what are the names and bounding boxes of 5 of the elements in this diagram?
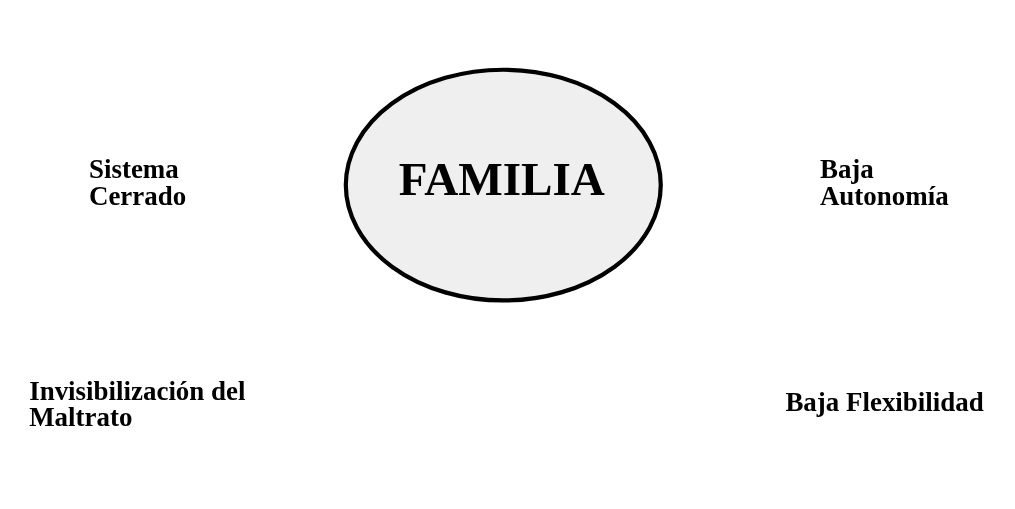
label: Baja Autonomía xyxy=(819,153,949,211)
label: Baja Flexibilidad xyxy=(785,386,984,417)
label: Sistema Cerrado xyxy=(88,153,187,211)
node-ellipse: FAMILIA xyxy=(343,67,663,303)
label: Invisibilización del Maltrato xyxy=(29,375,246,432)
